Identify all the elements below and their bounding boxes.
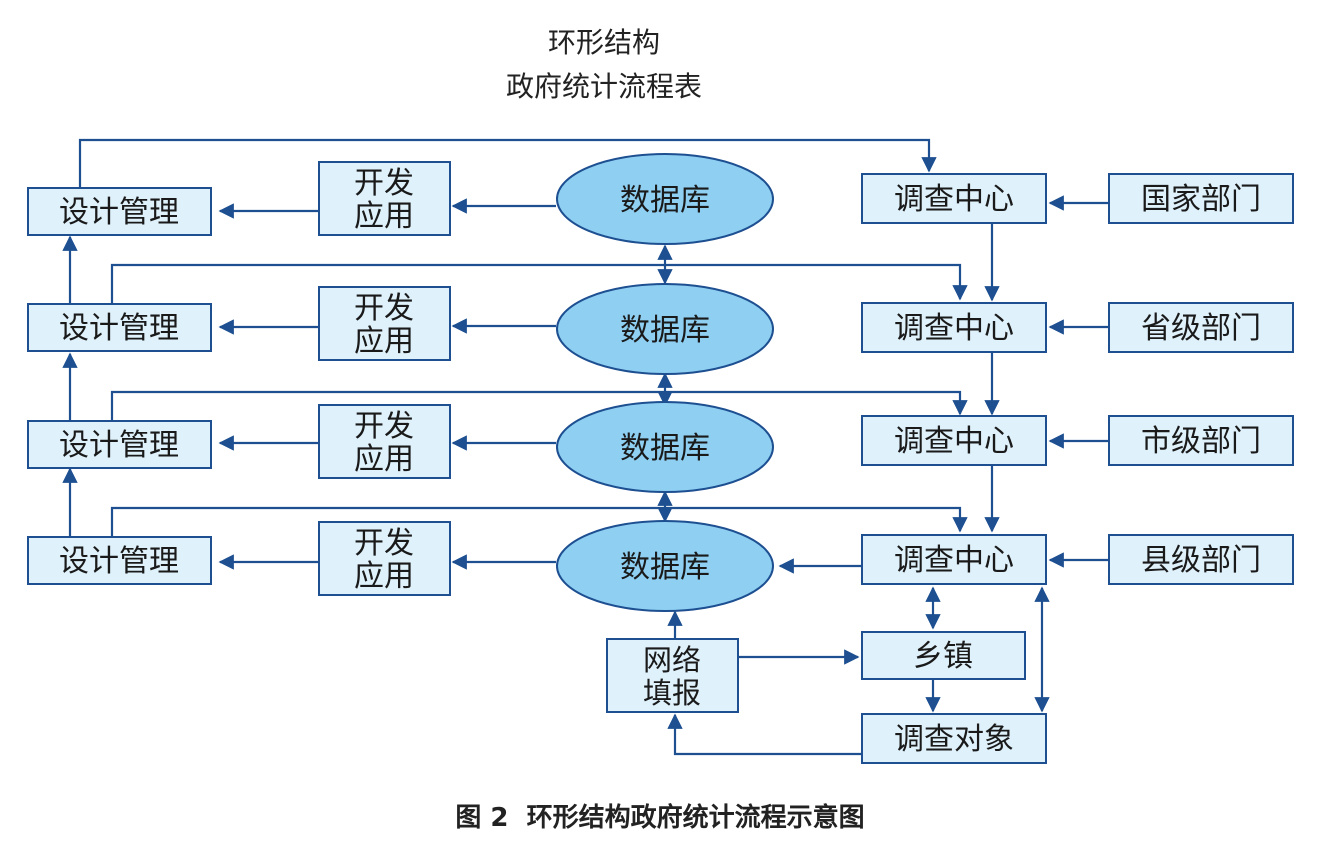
national-dept-label: 国家部门 <box>1141 183 1261 216</box>
survey-center-label: 调查中心 <box>894 544 1014 577</box>
county-dept-label: 县级部门 <box>1141 544 1261 577</box>
design-mgmt-box[interactable] <box>27 303 212 352</box>
county-dept-box[interactable] <box>1108 534 1294 585</box>
survey-center-label: 调查中心 <box>894 425 1014 458</box>
online-reporting-label-line1: 网络 <box>643 644 701 677</box>
dev-app-label-line1: 开发 <box>354 292 414 325</box>
dev-app-box[interactable] <box>318 286 451 361</box>
figure-caption: 图 2 环形结构政府统计流程示意图 <box>455 802 864 833</box>
dev-app-label-line2: 应用 <box>354 560 414 593</box>
bottom-cluster: 网络 填报 乡镇 调查对象 <box>606 631 1047 764</box>
dev-app-box[interactable] <box>318 161 451 236</box>
database-ellipse[interactable] <box>556 401 774 493</box>
township-label: 乡镇 <box>913 640 973 673</box>
design-mgmt-label: 设计管理 <box>59 196 179 229</box>
dev-app-box[interactable] <box>318 521 451 596</box>
dev-app-label-line2: 应用 <box>354 443 414 476</box>
national-dept-box[interactable] <box>1108 173 1294 224</box>
header-line1: 环形结构 <box>548 27 660 59</box>
dev-app-label-line1: 开发 <box>354 167 414 200</box>
provincial-dept-box[interactable] <box>1108 302 1294 353</box>
row-municipal: 设计管理 开发 应用 数据库 调查中心 市级部门 <box>27 401 1294 493</box>
provincial-dept-label: 省级部门 <box>1141 312 1261 345</box>
survey-center-box[interactable] <box>861 173 1047 224</box>
dev-app-label-line1: 开发 <box>354 527 414 560</box>
survey-subject-box[interactable] <box>861 713 1047 764</box>
database-ellipse[interactable] <box>556 520 774 612</box>
design-mgmt-label: 设计管理 <box>59 312 179 345</box>
database-label: 数据库 <box>620 314 710 347</box>
township-box[interactable] <box>861 631 1026 680</box>
connectors <box>62 138 1108 756</box>
survey-center-label: 调查中心 <box>894 183 1014 216</box>
survey-center-box[interactable] <box>861 415 1047 466</box>
municipal-dept-box[interactable] <box>1108 415 1294 466</box>
database-ellipse[interactable] <box>556 283 774 375</box>
dev-app-label-line2: 应用 <box>354 325 414 358</box>
design-mgmt-box[interactable] <box>27 536 212 585</box>
survey-center-box[interactable] <box>861 302 1047 353</box>
online-reporting-label-line2: 填报 <box>643 677 701 710</box>
dev-app-label-line2: 应用 <box>354 200 414 233</box>
database-label: 数据库 <box>620 551 710 584</box>
survey-subject-label: 调查对象 <box>894 723 1014 756</box>
database-ellipse[interactable] <box>556 153 774 245</box>
design-mgmt-box[interactable] <box>27 420 212 469</box>
design-mgmt-label: 设计管理 <box>59 545 179 578</box>
municipal-dept-label: 市级部门 <box>1141 425 1261 458</box>
row-county: 设计管理 开发 应用 数据库 调查中心 县级部门 <box>27 520 1294 612</box>
design-mgmt-box[interactable] <box>27 187 212 236</box>
survey-center-label: 调查中心 <box>894 312 1014 345</box>
online-reporting-box[interactable] <box>606 638 739 713</box>
row-national: 设计管理 开发 应用 数据库 调查中心 国家部门 <box>27 153 1294 245</box>
header-line2: 政府统计流程表 <box>506 71 702 103</box>
survey-center-box[interactable] <box>861 534 1047 585</box>
database-label: 数据库 <box>620 184 710 217</box>
dev-app-label-line1: 开发 <box>354 410 414 443</box>
design-mgmt-label: 设计管理 <box>59 429 179 462</box>
dev-app-box[interactable] <box>318 404 451 479</box>
database-label: 数据库 <box>620 432 710 465</box>
row-provincial: 设计管理 开发 应用 数据库 调查中心 省级部门 <box>27 283 1294 375</box>
